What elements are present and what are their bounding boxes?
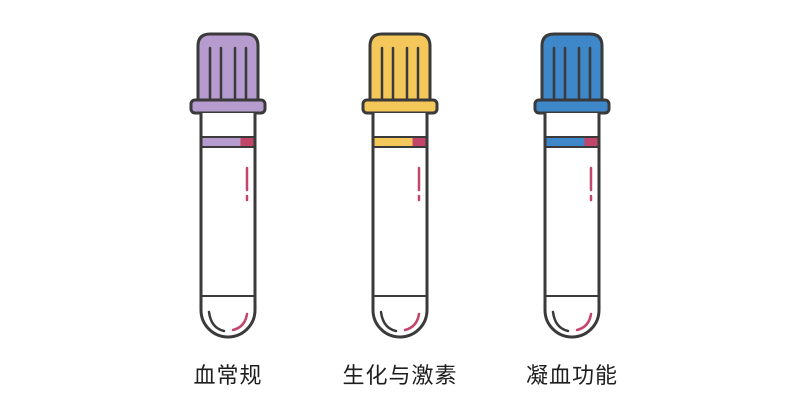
inner-curve-right xyxy=(231,312,249,332)
tube-band-red xyxy=(412,137,426,147)
tube-purple xyxy=(189,32,267,339)
tube-label-biochem-hormone: 生化与激素 xyxy=(342,364,458,389)
tube-label-blood-routine: 血常规 xyxy=(193,364,263,389)
tube-blue xyxy=(533,32,611,339)
tube-yellow xyxy=(361,32,439,339)
cap-flange-icon xyxy=(189,98,267,115)
cap-flange-icon xyxy=(361,98,439,115)
tube-body-icon xyxy=(543,113,601,339)
cap-body-icon xyxy=(196,32,260,102)
tube-band-color xyxy=(202,137,241,147)
tube-body-icon xyxy=(371,113,429,339)
tube-label-coagulation: 凝血功能 xyxy=(525,364,618,389)
inner-curve-left xyxy=(551,310,570,333)
tube-body-icon xyxy=(199,113,257,339)
inner-curve-right xyxy=(403,312,421,332)
cap-body-icon xyxy=(540,32,604,102)
inner-curve-right xyxy=(575,312,593,332)
tube-band-red xyxy=(240,137,254,147)
inner-curve-left xyxy=(379,310,398,333)
cap-flange-icon xyxy=(533,98,611,115)
tube-band-color xyxy=(374,137,413,147)
tube-band-color xyxy=(546,137,585,147)
inner-curve-left xyxy=(207,310,226,333)
cap-body-icon xyxy=(368,32,432,102)
tube-band-red xyxy=(584,137,598,147)
